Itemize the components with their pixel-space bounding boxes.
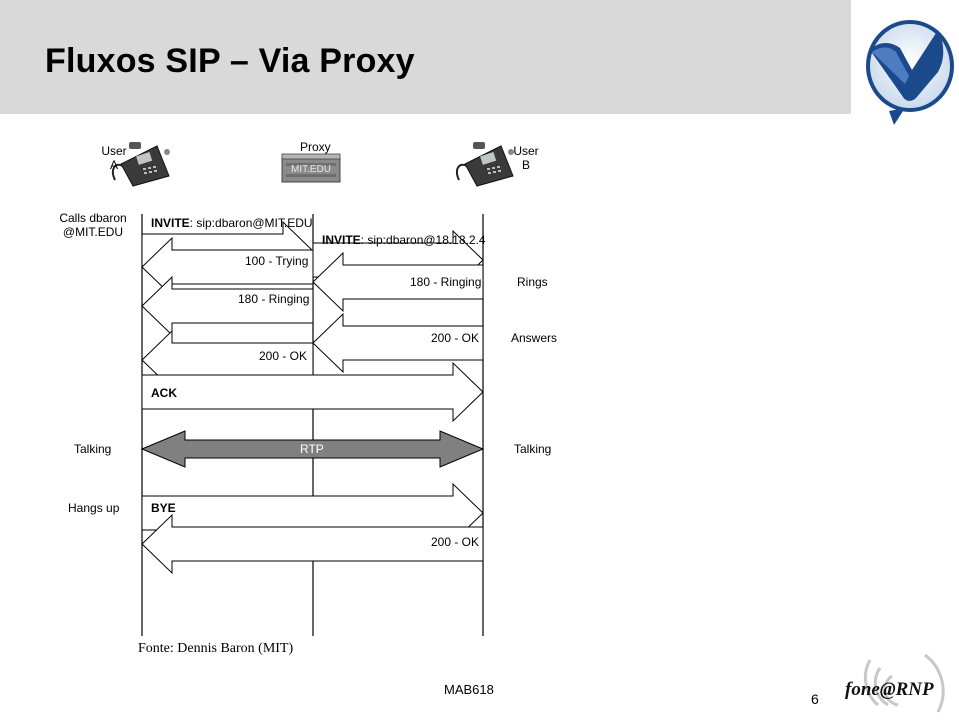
ok-bye-arrow — [141, 513, 484, 575]
user-b-label: User B — [508, 144, 544, 172]
v-logo-icon — [866, 20, 954, 125]
talking-right-note: Talking — [514, 442, 552, 456]
invite-2-uri: : sip:dbaron@18.18.2.4 — [360, 233, 486, 247]
logo-fone-text: fone — [845, 679, 880, 700]
invite-label-1: INVITE: sip:dbaron@MIT.EDU — [151, 216, 313, 230]
talking-left-note: Talking — [74, 442, 112, 456]
hangs-up-note: Hangs up — [68, 501, 120, 515]
rings-note: Rings — [517, 275, 548, 289]
ok-b-label: 200 - OK — [431, 331, 480, 345]
invite-2-method: INVITE — [322, 233, 361, 247]
user-a-label-line2: A — [109, 158, 118, 172]
ack-label: ACK — [151, 386, 177, 400]
calls-note: Calls dbaron @MIT.EDU — [52, 211, 134, 239]
ok-a-label: 200 - OK — [259, 349, 308, 363]
user-a-label-line1: User — [101, 144, 127, 158]
invite-label-2: INVITE: sip:dbaron@18.18.2.4 — [322, 233, 486, 247]
fone-rnp-logo-icon: fone@RNP — [845, 653, 945, 713]
title-band — [0, 0, 851, 114]
phone-icon-user-b — [455, 142, 514, 187]
trying-label: 100 - Trying — [245, 254, 309, 268]
logo-rnp-text: @RNP — [880, 679, 934, 700]
proxy-server-icon: MIT.EDU — [281, 153, 341, 183]
course-code: MAB618 — [444, 682, 494, 697]
slide-title: Fluxos SIP – Via Proxy — [45, 42, 415, 80]
source-caption: Fonte: Dennis Baron (MIT) — [138, 641, 294, 656]
ringing-arrow-proxy-to-a — [141, 275, 314, 337]
answers-note: Answers — [511, 331, 558, 345]
ok-arrow-b-to-proxy — [312, 312, 484, 374]
phone-icon-user-a — [111, 142, 170, 187]
ok-bye-label: 200 - OK — [431, 535, 480, 549]
ringing-a-label: 180 - Ringing — [238, 292, 310, 306]
calls-note-line2: @MIT.EDU — [62, 225, 124, 239]
user-a-label: User A — [96, 144, 132, 172]
bye-label: BYE — [151, 501, 176, 515]
proxy-label: Proxy — [300, 140, 331, 154]
rtp-label: RTP — [300, 442, 324, 456]
ringing-arrow-b-to-proxy — [312, 251, 484, 313]
trying-arrow — [141, 236, 314, 298]
user-b-label-line2: B — [521, 158, 530, 172]
ringing-b-label: 180 - Ringing — [410, 275, 482, 289]
page-number: 6 — [811, 691, 819, 707]
proxy-device-text: MIT.EDU — [291, 164, 331, 175]
svg-text:fone@RNP: fone@RNP — [845, 679, 934, 700]
rtp-arrow — [140, 430, 485, 468]
calls-note-line1: Calls dbaron — [59, 211, 127, 225]
user-b-label-line1: User — [513, 144, 539, 158]
invite-1-uri: : sip:dbaron@MIT.EDU — [189, 216, 313, 230]
invite-1-method: INVITE — [151, 216, 190, 230]
ack-arrow — [141, 361, 484, 423]
